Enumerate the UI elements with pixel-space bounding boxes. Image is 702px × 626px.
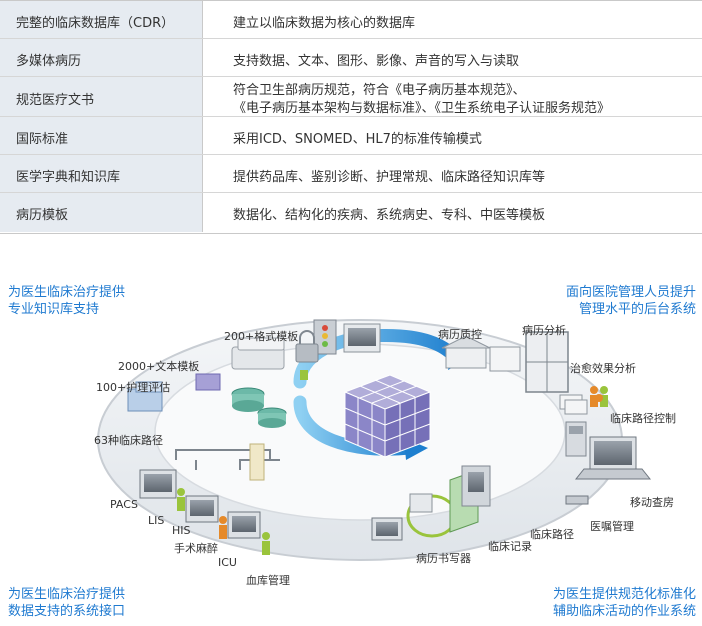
corner-bottom-right: 为医生提供规范化标准化 辅助临床活动的作业系统 (553, 586, 696, 620)
table-row: 多媒体病历 支持数据、文本、图形、影像、声音的写入与读取 (0, 39, 702, 77)
label-blood-bank: 血库管理 (246, 574, 290, 587)
label-nursing-assessment: 100+护理评估 (96, 381, 171, 394)
feature-cell: 多媒体病历 (0, 39, 203, 76)
table-row: 规范医疗文书 符合卫生部病历规范，符合《电子病历基本规范》、 《电子病历基本架构… (0, 77, 702, 117)
corner-line: 面向医院管理人员提升 (565, 285, 696, 300)
label-his: HIS (172, 524, 191, 537)
feature-desc: 提供药品库、鉴别诊断、护理常规、临床路径知识库等 (233, 170, 546, 185)
label-text-templates: 2000+文本模板 (118, 360, 200, 373)
feature-label: 国际标准 (16, 132, 69, 147)
feature-cell: 病历模板 (0, 193, 203, 232)
label-format-templates: 200+格式模板 (224, 330, 299, 343)
feature-desc-line2: 《电子病历基本架构与数据标准》、《卫生系统电子认证服务规范》 (233, 101, 611, 116)
desc-cell: 采用ICD、SNOMED、HL7的标准传输模式 (203, 117, 702, 154)
security-server (295, 319, 381, 380)
writer-cluster (371, 465, 491, 541)
feature-label: 规范医疗文书 (16, 93, 95, 108)
label-clinical-path: 临床路径 (530, 528, 574, 541)
corner-line: 为医生提供规范化标准化 (552, 587, 696, 602)
table-row: 完整的临床数据库（CDR） 建立以临床数据为核心的数据库 (0, 1, 702, 39)
feature-label: 医学字典和知识库 (16, 170, 121, 185)
label-efficacy-analysis: 治愈效果分析 (570, 362, 636, 375)
corner-line: 为医生临床治疗提供 (8, 285, 126, 300)
table-row: 病历模板 数据化、结构化的疾病、系统病史、专科、中医等模板 (0, 193, 702, 232)
feature-cell: 国际标准 (0, 117, 203, 154)
feature-cell: 规范医疗文书 (0, 77, 203, 116)
corner-line: 专业知识库支持 (8, 302, 100, 317)
label-record-analysis: 病历分析 (522, 324, 566, 337)
system-diagram: 为医生临床治疗提供 专业知识库支持 面向医院管理人员提升 管理水平的后台系统 为… (0, 232, 702, 626)
diagram-graphics (97, 319, 652, 561)
label-clinical-paths: 63种临床路径 (94, 434, 163, 447)
template-servers (127, 337, 287, 428)
corner-line: 数据支持的系统接口 (8, 604, 126, 619)
table-row: 医学字典和知识库 提供药品库、鉴别诊断、护理常规、临床路径知识库等 (0, 155, 702, 193)
corner-line: 管理水平的后台系统 (578, 302, 696, 317)
feature-desc: 数据化、结构化的疾病、系统病史、专科、中医等模板 (233, 208, 546, 223)
desc-cell: 支持数据、文本、图形、影像、声音的写入与读取 (203, 39, 702, 76)
analysis-cluster (441, 331, 652, 505)
corner-top-right: 面向医院管理人员提升 管理水平的后台系统 (566, 284, 696, 318)
desc-cell: 数据化、结构化的疾病、系统病史、专科、中医等模板 (203, 193, 702, 232)
desc-cell: 提供药品库、鉴别诊断、护理常规、临床路径知识库等 (203, 155, 702, 192)
data-cube (343, 374, 432, 458)
label-icu: ICU (218, 556, 237, 569)
feature-desc: 支持数据、文本、图形、影像、声音的写入与读取 (233, 54, 520, 69)
feature-label: 多媒体病历 (16, 54, 82, 69)
label-record-writer: 病历书写器 (416, 552, 471, 565)
label-mobile-rounds: 移动查房 (630, 496, 674, 509)
label-path-control: 临床路径控制 (610, 412, 676, 425)
label-lis: LIS (148, 514, 165, 527)
corner-top-left: 为医生临床治疗提供 专业知识库支持 (8, 284, 125, 318)
corner-bottom-left: 为医生临床治疗提供 数据支持的系统接口 (8, 586, 125, 620)
feature-label: 病历模板 (16, 208, 69, 223)
feature-table: 完整的临床数据库（CDR） 建立以临床数据为核心的数据库 多媒体病历 支持数据、… (0, 0, 702, 234)
feature-desc-line1: 符合卫生部病历规范，符合《电子病历基本规范》、 (233, 83, 526, 98)
desc-cell: 建立以临床数据为核心的数据库 (203, 1, 702, 38)
label-record-qc: 病历质控 (438, 328, 482, 341)
terminal-cluster (139, 443, 280, 555)
label-clinical-record: 临床记录 (488, 540, 532, 553)
corner-line: 辅助临床活动的作业系统 (552, 604, 696, 619)
desc-cell: 符合卫生部病历规范，符合《电子病历基本规范》、 《电子病历基本架构与数据标准》、… (203, 77, 702, 116)
label-anesthesia: 手术麻醉 (174, 542, 218, 555)
feature-cell: 完整的临床数据库（CDR） (0, 1, 203, 38)
feature-label: 完整的临床数据库（CDR） (16, 16, 175, 31)
table-row: 国际标准 采用ICD、SNOMED、HL7的标准传输模式 (0, 117, 702, 155)
corner-line: 为医生临床治疗提供 (8, 587, 126, 602)
label-order-management: 医嘱管理 (590, 520, 634, 533)
feature-desc: 建立以临床数据为核心的数据库 (233, 16, 416, 31)
label-pacs: PACS (110, 498, 138, 511)
feature-desc: 采用ICD、SNOMED、HL7的标准传输模式 (233, 132, 482, 147)
feature-cell: 医学字典和知识库 (0, 155, 203, 192)
